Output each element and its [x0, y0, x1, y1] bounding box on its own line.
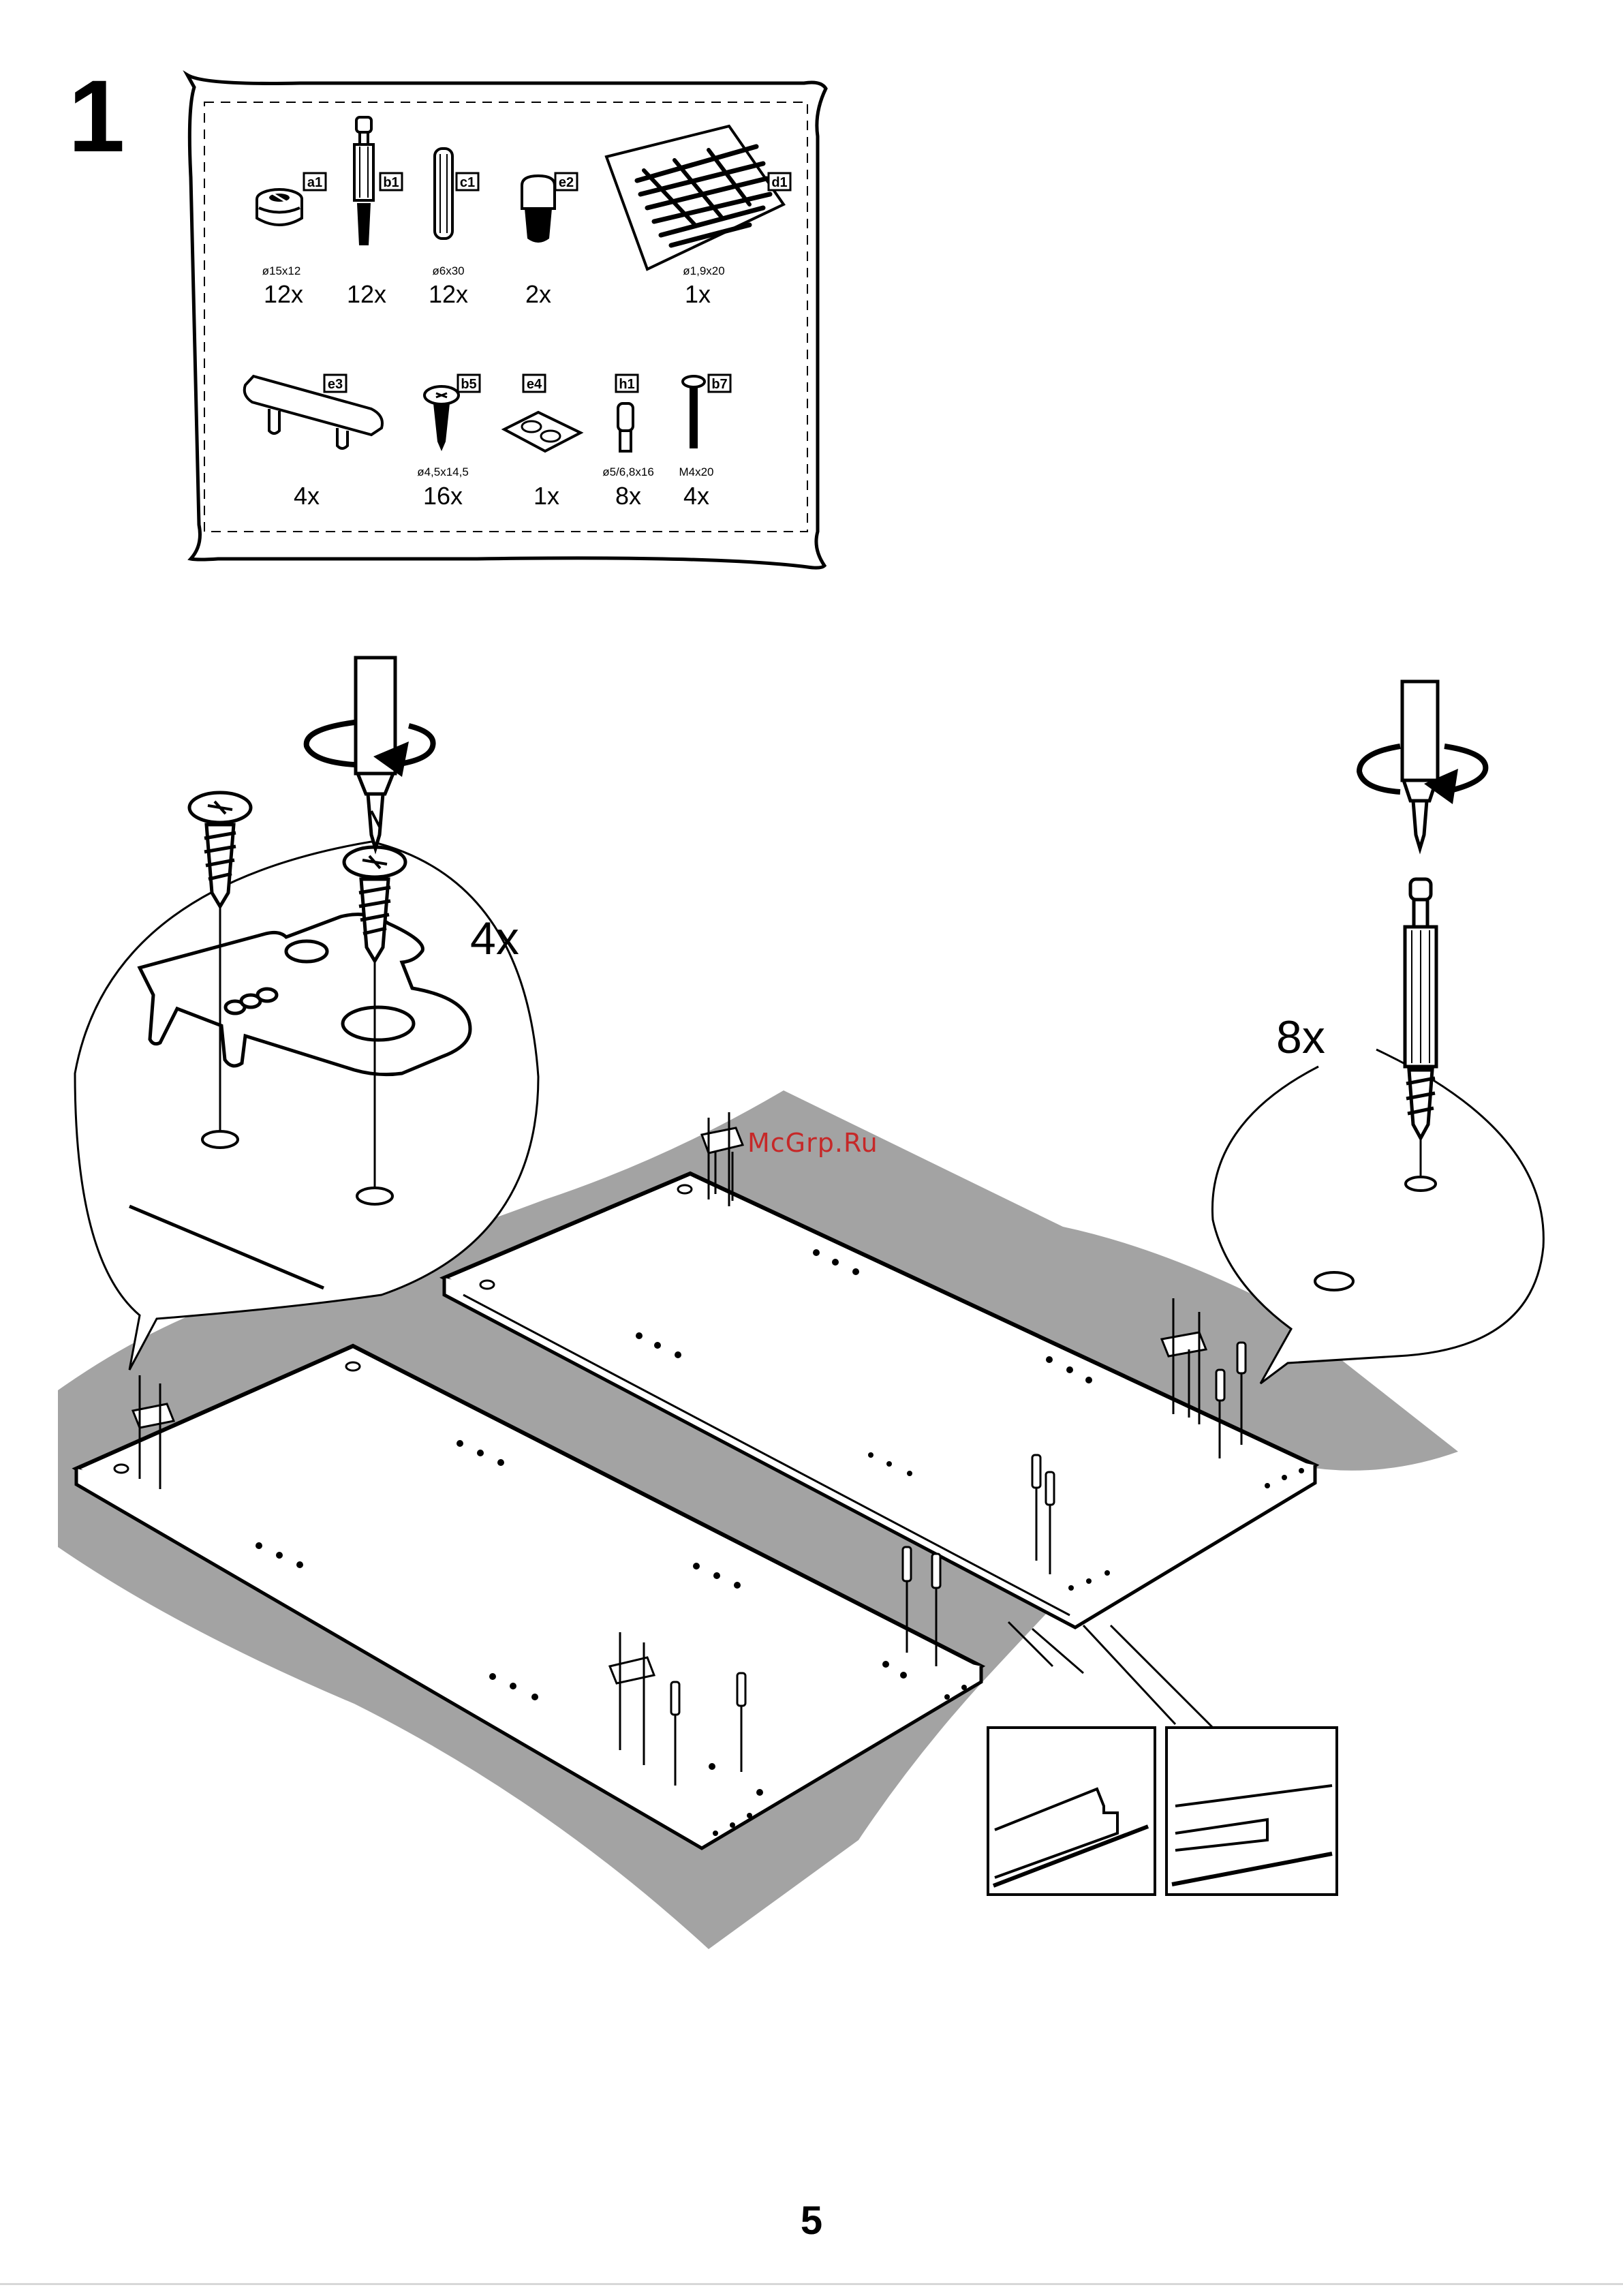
- part-id-box: d1: [769, 173, 790, 190]
- svg-text:e3: e3: [328, 377, 343, 392]
- edge-detail-left: [988, 1622, 1155, 1895]
- part-spec: ø4,5x14,5: [417, 465, 469, 478]
- part-id-box: e2: [555, 173, 577, 190]
- part-spec: ø6x30: [432, 264, 464, 277]
- shelf-pin-icon: [618, 403, 633, 451]
- watermark: McGrp.Ru: [747, 1128, 878, 1158]
- svg-text:a1: a1: [307, 175, 322, 190]
- part-qty: 1x: [534, 482, 559, 510]
- part-id-box: b5: [458, 375, 480, 392]
- right-callout-count: 8x: [1276, 1011, 1325, 1063]
- part-qty: 12x: [429, 280, 468, 308]
- svg-text:e4: e4: [527, 377, 542, 392]
- machine-screw-icon: [683, 376, 705, 448]
- parts-bag: a1 b1 c1 e2 d1 e3 b5 e4 h1 b7 ø15x12 ø6x…: [0, 0, 1623, 600]
- bottom-rule: [0, 2283, 1623, 2285]
- page-number: 5: [0, 2198, 1623, 2244]
- cam-bolt-icon: [354, 117, 373, 245]
- part-id-box: b1: [380, 173, 402, 190]
- svg-text:b5: b5: [461, 377, 476, 392]
- part-qty: 4x: [294, 482, 320, 510]
- part-spec: ø1,9x20: [683, 264, 724, 277]
- svg-text:h1: h1: [619, 377, 634, 392]
- nail-bag-icon: [606, 126, 784, 269]
- part-qty: 8x: [615, 482, 641, 510]
- plastic-connector-icon: [245, 376, 382, 448]
- part-id-box: e3: [324, 375, 346, 392]
- wood-screw-icon: [424, 386, 459, 451]
- part-id-box: c1: [457, 173, 478, 190]
- part-id-box: a1: [304, 173, 326, 190]
- plastic-plug-icon: [522, 176, 555, 243]
- svg-text:d1: d1: [771, 175, 787, 190]
- part-qty: 2x: [525, 280, 551, 308]
- svg-text:b1: b1: [383, 175, 399, 190]
- svg-text:b7: b7: [711, 377, 727, 392]
- part-id-box: b7: [709, 375, 730, 392]
- part-id-box: e4: [523, 375, 545, 392]
- part-qty: 1x: [685, 280, 711, 308]
- part-qty: 4x: [683, 482, 709, 510]
- part-qty: 16x: [423, 482, 463, 510]
- cam-lock-icon: [257, 189, 302, 225]
- wood-dowel-icon: [435, 149, 452, 239]
- svg-text:e2: e2: [559, 175, 574, 190]
- part-qty: 12x: [347, 280, 386, 308]
- part-spec: M4x20: [679, 465, 713, 478]
- felt-pads-icon: [504, 412, 581, 451]
- assembly-illustration: 4x 8x: [0, 600, 1623, 2031]
- right-detail-callout: [1212, 682, 1543, 1383]
- part-qty: 12x: [264, 280, 303, 308]
- part-spec: ø5/6,8x16: [602, 465, 654, 478]
- part-id-box: h1: [616, 375, 638, 392]
- left-callout-count: 4x: [470, 913, 519, 964]
- svg-text:c1: c1: [460, 175, 475, 190]
- part-spec: ø15x12: [262, 264, 301, 277]
